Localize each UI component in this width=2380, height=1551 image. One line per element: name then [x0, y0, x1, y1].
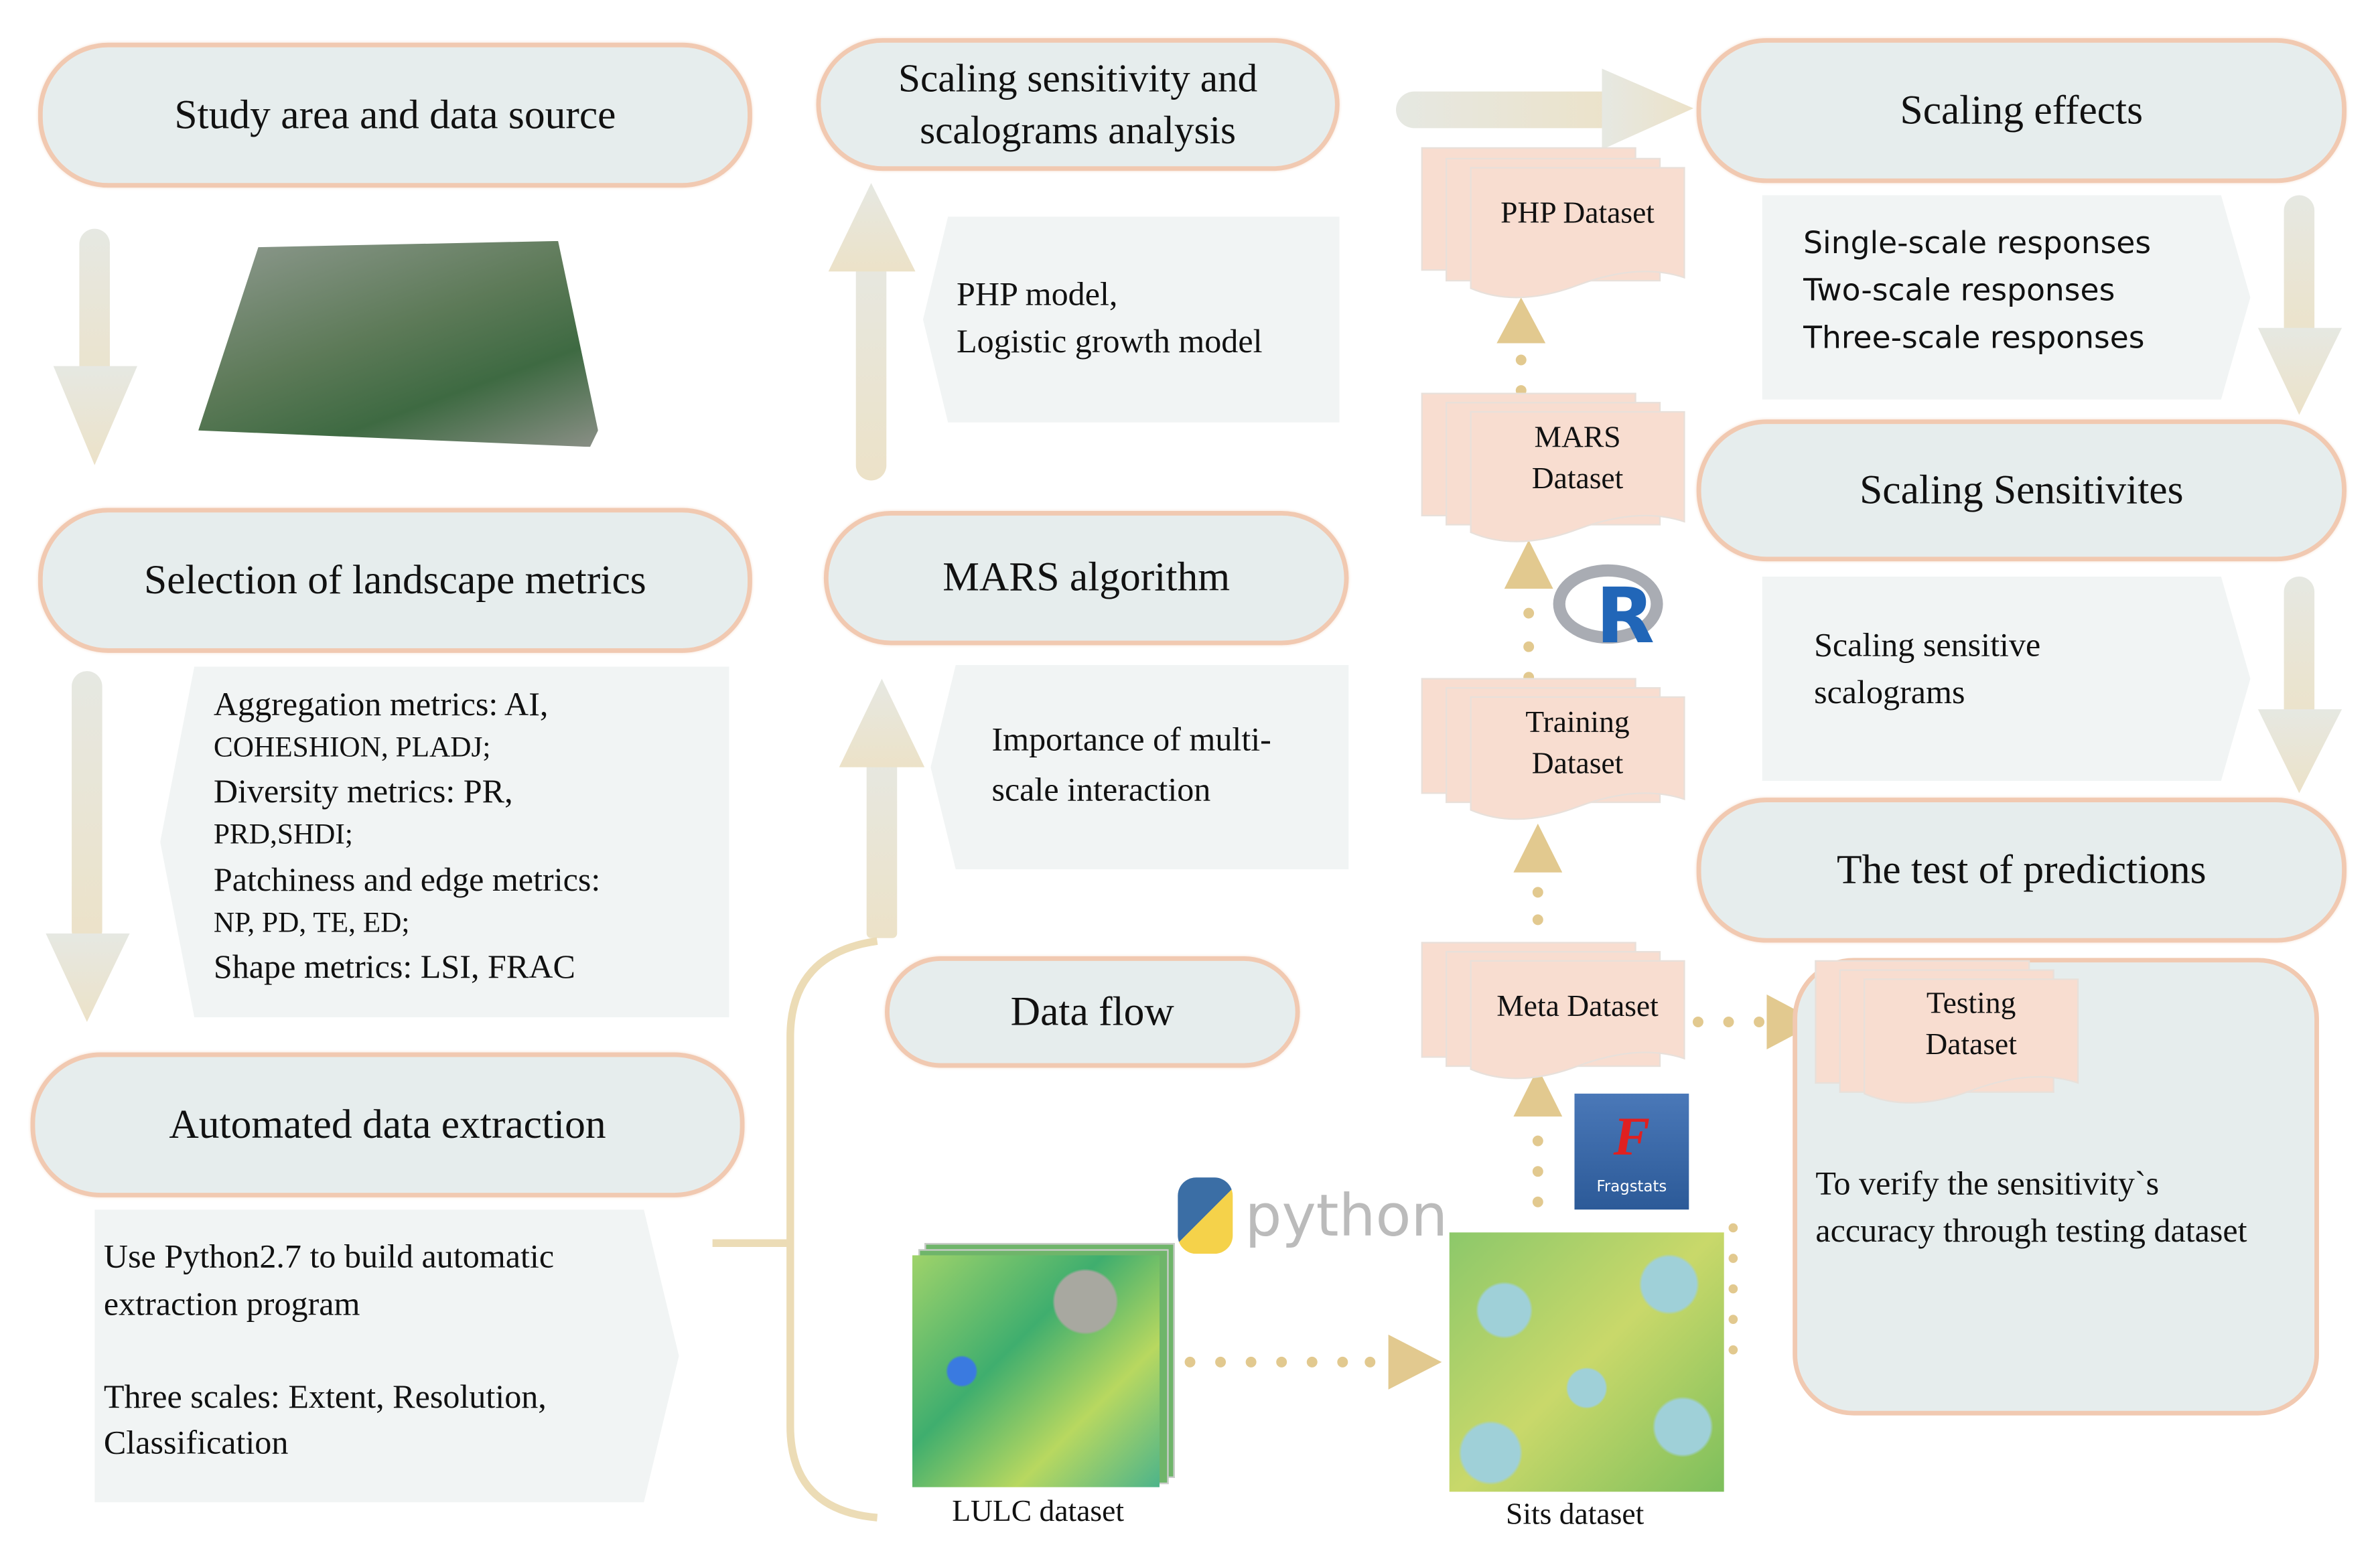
python-text: Use Python2.7 to build automatic extract…	[103, 1237, 555, 1323]
scalograms-line: Scaling sensitive	[1814, 625, 2041, 664]
response-item: Three-scale responses	[1803, 319, 2145, 356]
fragstats-logo: F Fragstats	[1574, 1094, 1689, 1210]
metrics-line: Shape metrics: LSI, FRAC	[213, 947, 575, 986]
label-line: Training	[1525, 706, 1630, 740]
mars-dataset-doc	[1421, 392, 1685, 542]
right-arrow-top	[1396, 68, 1694, 150]
data-flow-box: Data flow	[885, 956, 1300, 1068]
lulc-dataset-image	[912, 1243, 1175, 1487]
mars-dataset-label: MARS Dataset	[1471, 418, 1685, 500]
models-line: PHP model,	[957, 274, 1118, 313]
scaling-analysis-box: Scaling sensitivity and scalograms analy…	[816, 38, 1340, 171]
scaling-effects-label: Scaling effects	[1900, 86, 2144, 133]
mars-algorithm-box: MARS algorithm	[823, 510, 1349, 646]
test-predictions-label: The test of predictions	[1837, 846, 2207, 893]
label-line: Testing	[1926, 986, 2016, 1021]
r-letter: R	[1596, 572, 1655, 661]
scalograms-line: scalograms	[1814, 672, 1965, 711]
importance-text: Importance of multi-scale interaction	[991, 720, 1271, 809]
meta-dataset-doc	[1421, 942, 1685, 1080]
r-logo: R	[1553, 564, 1675, 661]
php-dataset-doc	[1421, 147, 1685, 299]
python-snake-icon	[1178, 1177, 1233, 1254]
metrics-line: Patchiness and edge metrics:	[213, 860, 601, 899]
scalograms-panel: Scaling sensitive scalograms	[1762, 576, 2251, 782]
sits-dataset-image	[1449, 1232, 1724, 1492]
dotted-arrow-meta-training	[1513, 823, 1563, 926]
label-line: Dataset	[1531, 462, 1624, 496]
metrics-line: COHESHION, PLADJ;	[213, 731, 491, 764]
php-dataset-label: PHP Dataset	[1500, 196, 1655, 230]
up-arrow-2	[839, 678, 925, 938]
dotted-arrow-sits-meta	[1513, 1067, 1563, 1207]
scales-text: Three scales: Extent, Resolution, Classi…	[103, 1376, 547, 1462]
metrics-line: NP, PD, TE, ED;	[213, 907, 410, 940]
responses-panel: Single-scale responses Two-scale respons…	[1762, 195, 2251, 400]
down-arrow-2	[46, 671, 130, 1022]
down-arrow-3	[2257, 195, 2342, 415]
bracket	[712, 937, 878, 1522]
response-item: Two-scale responses	[1803, 271, 2115, 309]
response-item: Single-scale responses	[1803, 224, 2152, 261]
automated-extraction-label: Automated data extraction	[169, 1101, 606, 1147]
down-arrow-4	[2257, 576, 2342, 794]
label-line: Dataset	[1531, 747, 1624, 782]
selection-metrics-box: Selection of landscape metrics	[38, 508, 752, 653]
sits-dataset-label: Sits dataset	[1505, 1497, 1644, 1532]
scaling-sensitivities-box: Scaling Sensitivites	[1696, 419, 2347, 562]
label-line: MARS	[1534, 421, 1621, 455]
metrics-line: PRD,SHDI;	[213, 819, 353, 852]
scaling-sensitivities-label: Scaling Sensitivites	[1860, 466, 2184, 513]
metrics-line: Aggregation metrics: AI,	[213, 684, 549, 723]
dotted-arrow-meta-testing	[1692, 994, 1819, 1049]
terrain-map-image	[198, 240, 598, 447]
up-arrow-1	[828, 183, 916, 481]
study-area-box: Study area and data source	[38, 42, 752, 188]
automated-extraction-box: Automated data extraction	[30, 1052, 745, 1197]
scaling-analysis-label: Scaling sensitivity and scalograms analy…	[898, 56, 1258, 152]
training-dataset-doc	[1421, 678, 1685, 820]
models-line: Logistic growth model	[957, 321, 1263, 360]
meta-dataset-label: Meta Dataset	[1496, 990, 1659, 1024]
selection-metrics-label: Selection of landscape metrics	[144, 557, 646, 603]
down-arrow-1	[53, 228, 137, 465]
models-panel: PHP model, Logistic growth model	[922, 216, 1340, 423]
metrics-line: Diversity metrics: PR,	[213, 772, 513, 811]
python-logo: python	[1178, 1177, 1448, 1254]
data-flow-label: Data flow	[1010, 988, 1174, 1035]
metrics-panel: Aggregation metrics: AI, COHESHION, PLAD…	[160, 666, 729, 1018]
lulc-dataset-label: LULC dataset	[952, 1495, 1125, 1529]
python-wordmark: python	[1245, 1182, 1448, 1250]
label-line: Dataset	[1925, 1028, 2017, 1062]
importance-panel: Importance of multi-scale interaction	[930, 665, 1349, 870]
verify-text: To verify the sensitivity`s accuracy thr…	[1815, 1163, 2247, 1249]
mars-algorithm-label: MARS algorithm	[942, 554, 1231, 601]
dotted-sits-border	[1728, 1223, 1738, 1355]
test-predictions-box: The test of predictions	[1696, 798, 2347, 943]
fragstats-label: Fragstats	[1596, 1179, 1667, 1196]
study-area-label: Study area and data source	[174, 91, 616, 137]
scaling-effects-box: Scaling effects	[1696, 38, 2347, 183]
dotted-arrow-lulc-sits	[1184, 1334, 1442, 1390]
python-panel: Use Python2.7 to build automatic extract…	[94, 1209, 679, 1503]
